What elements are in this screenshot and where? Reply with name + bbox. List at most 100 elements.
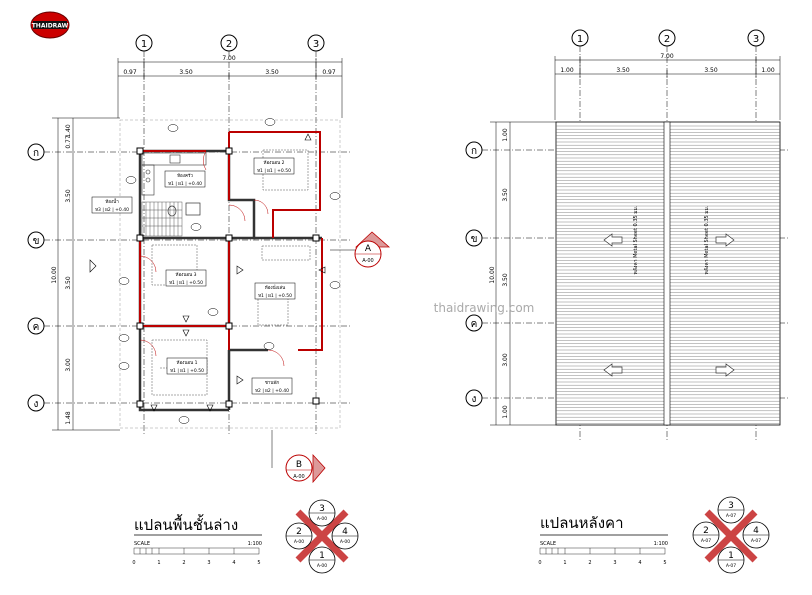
room-name-kitchen: ห้องครัว	[177, 173, 193, 179]
floor-dim-left-5: 1.48	[65, 411, 72, 425]
floor-dim-left-0: 1.40	[65, 124, 72, 138]
floor-elev-n4: 4	[342, 527, 348, 537]
roof-metal-sheet	[555, 121, 781, 426]
roof-plan: 1 2 3 7.00 1.00 3.50 3.50 1.00	[465, 29, 790, 574]
roof-dim-left-0: 1.00	[502, 128, 509, 142]
floor-eave-outline	[119, 119, 341, 429]
section-b-sheet: A-00	[293, 474, 304, 480]
floor-elevation-key: 3 1 2 4 A-00 A-00 A-00 A-00	[285, 499, 359, 574]
floor-elev-sheet-3: A-00	[317, 516, 327, 522]
roof-grid-label-row-0: ก	[471, 146, 477, 157]
floor-scale-tick-2: 2	[182, 560, 185, 566]
grid-label-col-3: 3	[313, 39, 319, 50]
grid-label-row-2: ค	[33, 322, 40, 333]
room-tags: ห้องครัว ห1 | ผ1 | +0.40 ห้องนอน 2 ห1 | …	[91, 157, 296, 395]
room-name-porch: ชานพัก	[265, 380, 280, 386]
roof-grid-label-row-1: ข	[471, 234, 478, 245]
bathroom-fixtures	[167, 202, 201, 217]
roof-scale-tick-3: 3	[613, 560, 616, 566]
room-spec-porch: ห2 | ผ2 | +0.40	[255, 388, 289, 394]
roof-elev-sheet-1: A-07	[726, 563, 736, 569]
room-tag-bathroom: ห้องน้ำ ห3 | ผ2 | +0.40	[91, 196, 133, 214]
roof-scale-label: SCALE	[540, 541, 556, 547]
watermark: thaidrawing.com	[434, 301, 535, 315]
floor-dim-top-0: 0.97	[123, 69, 137, 76]
section-b-letter: B	[296, 460, 302, 470]
roof-elev-n3: 3	[728, 501, 734, 511]
floor-elev-n2: 2	[296, 527, 302, 537]
roof-elev-sheet-2: A-07	[701, 538, 711, 544]
floor-dim-left-3: 3.50	[65, 276, 72, 290]
roof-dim-top-2: 3.50	[704, 67, 718, 74]
floor-scale-tick-1: 1	[157, 560, 160, 566]
room-tag-kitchen: ห้องครัว ห1 | ผ1 | +0.40	[164, 170, 206, 188]
roof-dim-left-3: 3.00	[502, 353, 509, 367]
floor-dim-left-4: 3.00	[65, 358, 72, 372]
window-tags	[118, 118, 341, 424]
room-spec-bedroom-2: ห1 | ผ1 | +0.50	[257, 168, 291, 174]
room-tag-porch: ชานพัก ห2 | ผ2 | +0.40	[251, 377, 293, 395]
roof-scale-tick-4: 4	[638, 560, 641, 566]
roof-grid-label-col-1: 1	[577, 34, 583, 45]
grid-label-row-3: ง	[34, 399, 39, 410]
grid-label-row-0: ก	[33, 148, 39, 159]
room-spec-bedroom-3: ห1 | ผ1 | +0.50	[169, 280, 203, 286]
room-spec-bedroom-1: ห1 | ผ1 | +0.50	[170, 368, 204, 374]
roof-elev-n4: 4	[753, 526, 759, 536]
bathroom-tiles	[141, 201, 183, 237]
floor-dim-top-3: 0.97	[322, 69, 336, 76]
room-spec-kitchen: ห1 | ผ1 | +0.40	[168, 181, 202, 187]
roof-dim-top-total: 7.00	[660, 53, 674, 60]
floor-dim-top-2: 3.50	[265, 69, 279, 76]
door-swings	[139, 150, 285, 367]
roof-note-left: หลังคา Metal Sheet 0.35 มม.	[633, 205, 639, 274]
room-name-bedroom-1: ห้องนอน 1	[176, 360, 197, 366]
floor-elev-n3: 3	[319, 504, 325, 514]
roof-dim-top-1: 3.50	[616, 67, 630, 74]
floor-dims-left	[52, 117, 120, 431]
roof-scale-tick-1: 1	[563, 560, 566, 566]
roof-elev-n1: 1	[728, 551, 734, 561]
section-a-sheet: A-00	[362, 258, 373, 264]
roof-scale-tick-0: 0	[538, 560, 541, 566]
room-name-living: ห้องนั่งเล่น	[265, 284, 286, 291]
room-tag-bedroom-2: ห้องนอน 2 ห1 | ผ1 | +0.50	[253, 157, 295, 175]
floor-grid-hlines	[44, 151, 350, 404]
section-marker-b: B A-00	[271, 430, 326, 484]
floor-dims-top	[117, 58, 343, 118]
roof-grid-label-col-3: 3	[753, 34, 759, 45]
roof-dim-top-3: 1.00	[761, 67, 775, 74]
roof-plan-title: แปลนหลังคา	[540, 514, 624, 532]
floor-plan: 1 2 3 7.00 0.97 3.50 3.50 0.97	[27, 34, 391, 574]
floor-scale-tick-3: 3	[207, 560, 210, 566]
floor-scale-tick-5: 5	[257, 560, 260, 566]
roof-dims-top	[554, 56, 781, 120]
roof-dim-top-0: 1.00	[560, 67, 574, 74]
roof-dim-left-2: 3.50	[502, 273, 509, 287]
floor-dim-top-1: 3.50	[179, 69, 193, 76]
room-name-bathroom: ห้องน้ำ	[105, 198, 119, 205]
room-tag-bedroom-1: ห้องนอน 1 ห1 | ผ1 | +0.50	[166, 357, 208, 375]
roof-scale-ratio: 1:100	[654, 541, 668, 547]
grid-label-row-1: ข	[33, 236, 40, 247]
kitchen-counter	[141, 152, 207, 196]
roof-elev-sheet-4: A-07	[751, 538, 761, 544]
thaidraw-logo: THAIDRAW	[30, 10, 70, 40]
roof-dim-left-4: 1.00	[502, 405, 509, 419]
room-name-bedroom-2: ห้องนอน 2	[263, 160, 284, 166]
roof-slope-arrows	[603, 233, 735, 377]
room-tag-living: ห้องนั่งเล่น ห1 | ผ1 | +0.50	[254, 282, 296, 300]
floor-plan-title: แปลนพื้นชั้นล่าง	[134, 514, 238, 534]
roof-scale-tick-5: 5	[663, 560, 666, 566]
section-marker-a: A A-00	[330, 231, 391, 268]
room-spec-bathroom: ห3 | ผ2 | +0.40	[95, 207, 129, 213]
grid-label-col-1: 1	[141, 39, 147, 50]
logo-text: THAIDRAW	[32, 23, 69, 30]
floor-scale-label: SCALE	[134, 541, 150, 547]
floor-scale-ratio: 1:100	[248, 541, 262, 547]
roof-dim-left-1: 3.50	[502, 188, 509, 202]
roof-elev-n2: 2	[703, 526, 709, 536]
roof-grid-label-row-3: ง	[472, 394, 477, 405]
roof-scale-bar	[539, 547, 666, 555]
